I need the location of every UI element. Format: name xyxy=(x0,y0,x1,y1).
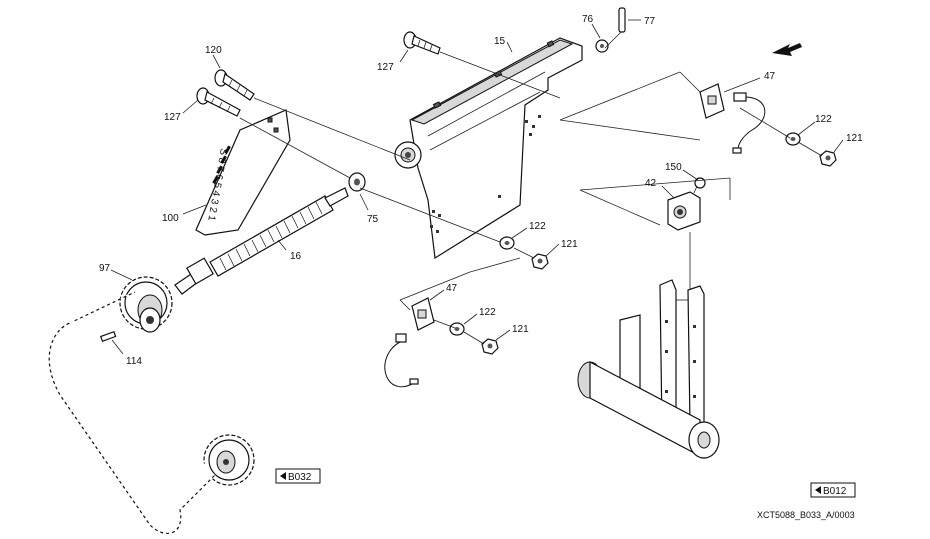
support-frame xyxy=(577,279,720,459)
washer-76 xyxy=(595,39,609,53)
ref-label-left: B032 xyxy=(288,472,312,483)
callout-127-top: 127 xyxy=(377,62,394,73)
sensor-lower xyxy=(384,297,435,388)
drive-chain xyxy=(48,291,216,535)
pin-77 xyxy=(618,7,626,33)
key-114 xyxy=(99,330,117,342)
callout-77: 77 xyxy=(644,16,656,27)
callout-122-mid: 122 xyxy=(529,221,546,232)
washer-122-upper xyxy=(785,132,801,146)
scale-plate: S 8 7 6 5 4 3 2 1 xyxy=(195,109,291,236)
drawing-code: XCT5088_B033_A/0003 xyxy=(757,510,855,520)
callout-120: 120 xyxy=(205,45,222,56)
nut-121-lower xyxy=(481,338,499,355)
callout-121-mid: 121 xyxy=(561,239,578,250)
callout-47-lower: 47 xyxy=(446,283,458,294)
callout-121-lower: 121 xyxy=(512,324,529,335)
threaded-shaft xyxy=(174,187,349,295)
leader-lines xyxy=(110,19,844,355)
sprocket-upper xyxy=(119,276,173,333)
callout-127-left: 127 xyxy=(164,112,181,123)
callout-114: 114 xyxy=(126,356,142,367)
nut-121-upper xyxy=(819,150,837,167)
callout-122-upper: 122 xyxy=(815,114,832,125)
washer-122-mid xyxy=(499,236,515,250)
nut-121-mid xyxy=(531,253,549,270)
assembly-lines xyxy=(239,31,823,345)
callout-76: 76 xyxy=(582,14,594,25)
ref-arrow-right-icon xyxy=(815,486,821,494)
callout-97: 97 xyxy=(99,263,111,274)
ref-arrow-left-icon xyxy=(280,472,286,480)
sprocket-lower xyxy=(203,434,255,486)
washer-75 xyxy=(348,172,366,192)
sensor-upper xyxy=(699,83,766,154)
callout-100: 100 xyxy=(162,213,179,224)
ref-box-left[interactable]: B032 xyxy=(275,468,321,484)
callout-16: 16 xyxy=(290,251,302,262)
callout-labels: 120 127 127 15 76 77 47 122 121 150 42 1… xyxy=(99,14,863,367)
callout-47-upper: 47 xyxy=(764,71,776,82)
ref-label-right: B012 xyxy=(823,486,847,497)
clamp-block xyxy=(667,191,701,231)
bolt-120 xyxy=(214,69,255,101)
callout-15: 15 xyxy=(494,36,506,47)
callout-75: 75 xyxy=(367,214,379,225)
mounting-bracket xyxy=(394,37,583,260)
callout-150: 150 xyxy=(665,162,682,173)
callout-122-lower: 122 xyxy=(479,307,496,318)
bolt-127-top xyxy=(403,31,441,55)
callout-42: 42 xyxy=(645,178,657,189)
washer-122-lower xyxy=(449,322,465,336)
callout-121-upper: 121 xyxy=(846,133,863,144)
ref-box-right[interactable]: B012 xyxy=(810,482,856,498)
direction-arrow-icon xyxy=(772,43,802,56)
bolt-127-left xyxy=(196,87,241,117)
